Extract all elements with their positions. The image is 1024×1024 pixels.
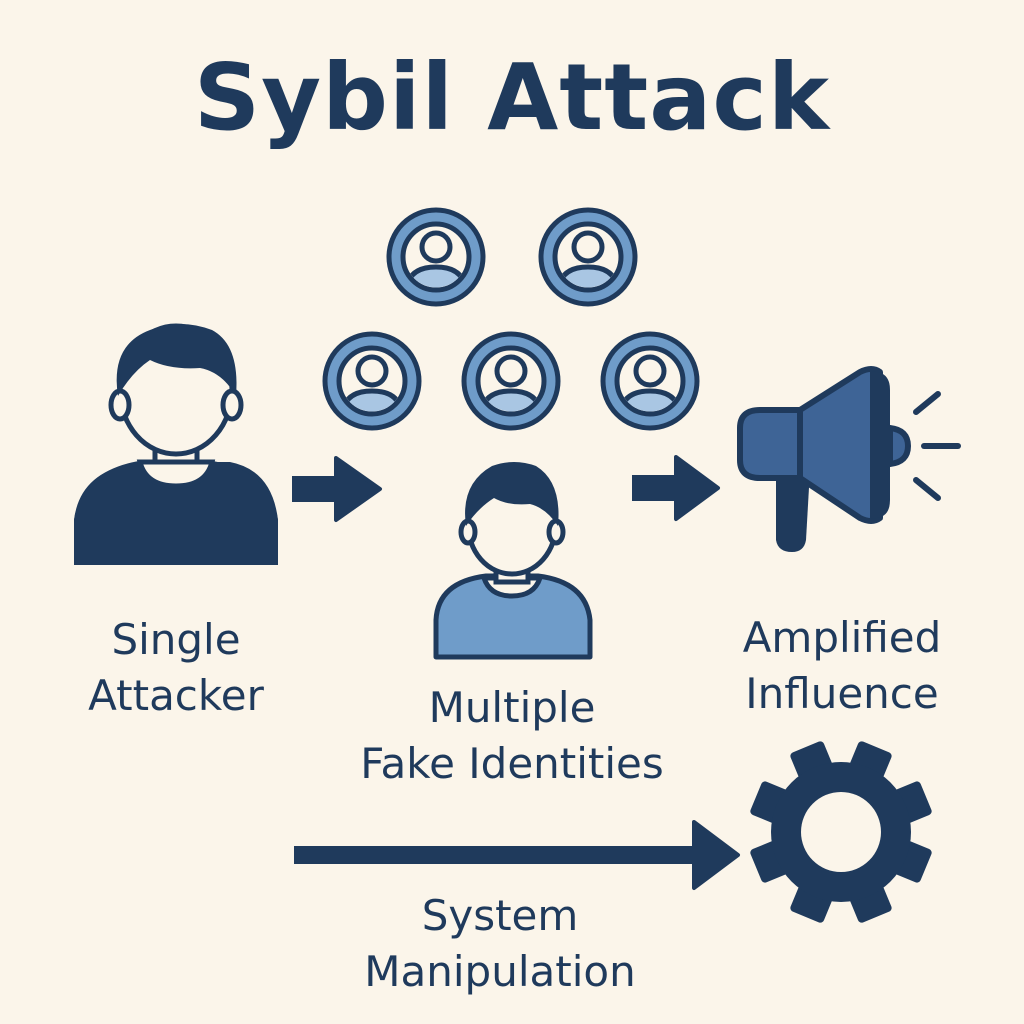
diagram-title: Sybil Attack bbox=[193, 44, 831, 151]
fake-identities-label-line1: Multiple bbox=[428, 683, 596, 732]
system-manipulation-label-line2: Manipulation bbox=[364, 947, 636, 996]
attacker-person-icon bbox=[74, 323, 278, 565]
fake-identities-label-line2: Fake Identities bbox=[360, 739, 664, 788]
gear-icon bbox=[750, 741, 932, 923]
arrow-right-icon bbox=[292, 456, 382, 522]
amplified-influence-label-line1: Amplified bbox=[742, 613, 942, 662]
fake-identity-icon bbox=[541, 210, 635, 304]
arrow-right-icon bbox=[632, 455, 720, 521]
amplified-influence-label-line2: Influence bbox=[745, 669, 939, 718]
fake-identity-person-icon bbox=[433, 462, 593, 660]
fake-identity-icon bbox=[603, 334, 697, 428]
fake-identity-icon bbox=[325, 334, 419, 428]
single-attacker-label-line2: Attacker bbox=[88, 671, 264, 720]
single-attacker-label: Single Attacker bbox=[70, 612, 282, 724]
long-arrow-right-icon bbox=[294, 820, 740, 890]
fake-identity-cluster bbox=[325, 210, 697, 428]
amplified-influence-label: Amplified Influence bbox=[712, 610, 972, 722]
fake-identities-label: Multiple Fake Identities bbox=[320, 680, 704, 792]
single-attacker-label-line1: Single bbox=[111, 615, 241, 664]
fake-identity-icon bbox=[389, 210, 483, 304]
fake-identity-icon bbox=[464, 334, 558, 428]
megaphone-icon bbox=[737, 366, 961, 552]
system-manipulation-label-line1: System bbox=[421, 891, 579, 940]
system-manipulation-label: System Manipulation bbox=[300, 888, 700, 1000]
